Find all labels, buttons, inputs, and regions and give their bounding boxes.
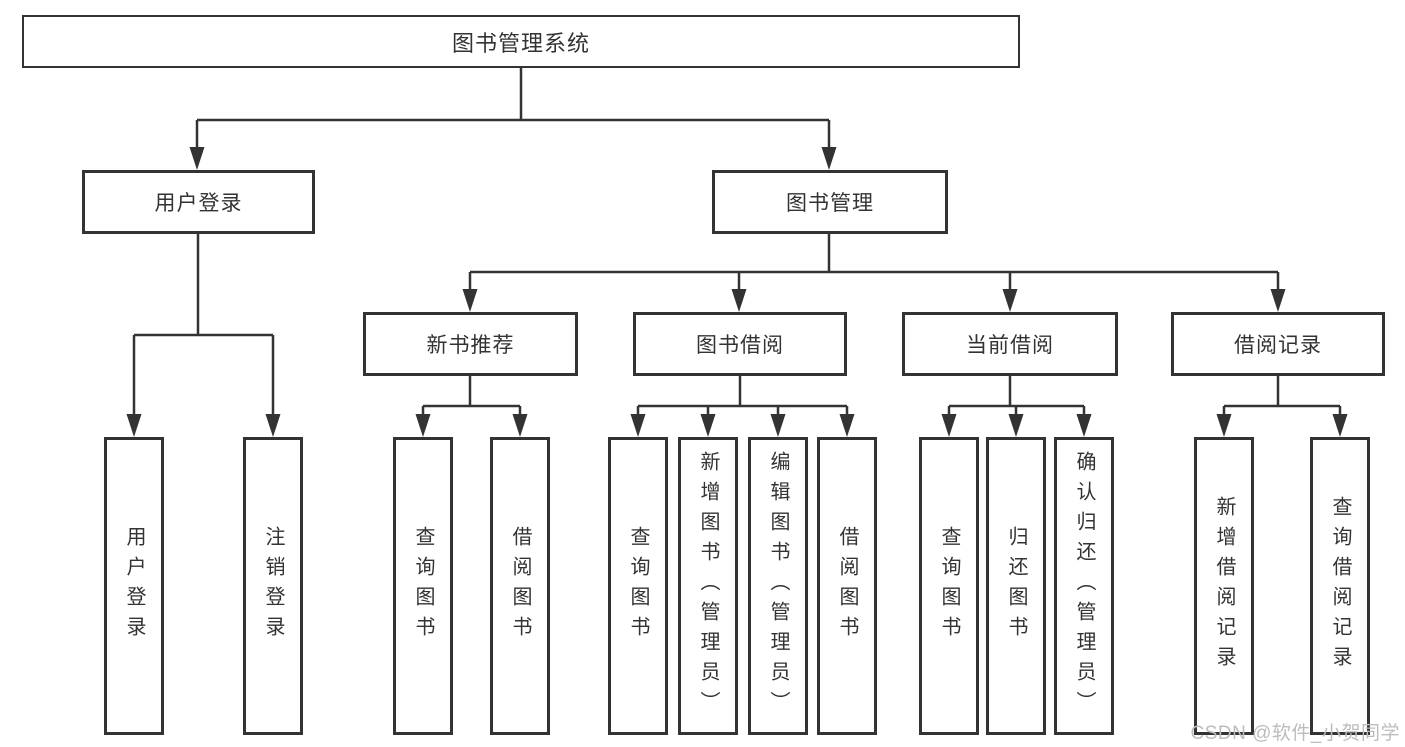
leaf-user-login-label: 用户登录 — [123, 526, 145, 646]
leaf-borrowing-add-books-label: 新增图书（管理员） — [697, 451, 719, 721]
leaf-current-query-books: 查询图书 — [919, 437, 979, 735]
branch-book-borrowing — [636, 376, 849, 421]
leaf-borrowing-edit-books-label: 编辑图书（管理员） — [767, 451, 789, 721]
arrowhead — [821, 147, 837, 170]
arrowhead — [462, 289, 478, 312]
leaf-borrowing-query-books-label: 查询图书 — [627, 526, 649, 646]
csdn-watermark: CSDN @软件_小贺同学 — [1190, 723, 1400, 744]
leaf-recommend-borrow-books: 借阅图书 — [490, 437, 550, 735]
leaf-current-return-books: 归还图书 — [986, 437, 1046, 735]
node-book-borrowing: 图书借阅 — [633, 312, 847, 376]
arrowhead — [731, 289, 747, 312]
leaf-current-confirm-return-label: 确认归还（管理员） — [1073, 451, 1095, 721]
leaf-records-add-record: 新增借阅记录 — [1194, 437, 1254, 735]
leaf-current-return-books-label: 归还图书 — [1005, 526, 1027, 646]
arrowhead — [700, 414, 716, 437]
node-root: 图书管理系统 — [22, 15, 1020, 68]
leaf-records-add-record-label: 新增借阅记录 — [1213, 496, 1235, 676]
node-current-borrowing-label: 当前借阅 — [966, 334, 1054, 357]
arrowhead — [941, 414, 957, 437]
node-borrowing-records: 借阅记录 — [1171, 312, 1385, 376]
branch-user-login — [132, 234, 275, 419]
leaf-borrowing-query-books: 查询图书 — [608, 437, 668, 735]
branch-root — [195, 68, 831, 152]
arrowhead — [126, 414, 142, 437]
arrowhead — [770, 414, 786, 437]
leaf-records-query-record-label: 查询借阅记录 — [1329, 496, 1351, 676]
arrowhead — [1270, 289, 1286, 312]
leaf-current-confirm-return: 确认归还（管理员） — [1054, 437, 1114, 735]
leaf-logout: 注销登录 — [243, 437, 303, 735]
arrowhead — [1002, 289, 1018, 312]
leaf-recommend-borrow-books-label: 借阅图书 — [509, 526, 531, 646]
node-new-book-recommend-label: 新书推荐 — [426, 334, 515, 357]
arrowhead — [839, 414, 855, 437]
node-user-login: 用户登录 — [82, 170, 315, 234]
leaf-borrowing-borrow-books: 借阅图书 — [817, 437, 877, 735]
arrowhead — [1008, 414, 1024, 437]
arrowhead — [630, 414, 646, 437]
node-current-borrowing: 当前借阅 — [902, 312, 1118, 376]
node-book-borrowing-label: 图书借阅 — [696, 334, 784, 357]
arrowhead — [1216, 414, 1232, 437]
node-root-label: 图书管理系统 — [451, 30, 590, 56]
arrowhead — [415, 414, 431, 437]
branch-new-book-recommend — [421, 376, 522, 421]
node-book-management: 图书管理 — [712, 170, 948, 234]
leaf-borrowing-add-books: 新增图书（管理员） — [678, 437, 738, 735]
leaf-user-login: 用户登录 — [104, 437, 164, 735]
leaf-recommend-query-books-label: 查询图书 — [412, 526, 434, 646]
node-user-login-label: 用户登录 — [154, 192, 243, 215]
leaf-borrowing-edit-books: 编辑图书（管理员） — [748, 437, 808, 735]
arrowhead — [1332, 414, 1348, 437]
leaf-recommend-query-books: 查询图书 — [393, 437, 453, 735]
node-new-book-recommend: 新书推荐 — [363, 312, 578, 376]
leaf-borrowing-borrow-books-label: 借阅图书 — [836, 526, 858, 646]
branch-current-borrowing — [947, 376, 1086, 421]
arrowhead — [189, 147, 205, 170]
arrowhead — [512, 414, 528, 437]
node-borrowing-records-label: 借阅记录 — [1234, 334, 1322, 357]
leaf-logout-label: 注销登录 — [262, 526, 284, 646]
leaf-records-query-record: 查询借阅记录 — [1310, 437, 1370, 735]
node-book-management-label: 图书管理 — [786, 192, 874, 215]
branch-book-management — [468, 234, 1280, 294]
leaf-current-query-books-label: 查询图书 — [938, 526, 960, 646]
arrowhead — [265, 414, 281, 437]
arrowhead — [1076, 414, 1092, 437]
branch-borrowing-records — [1222, 376, 1342, 421]
